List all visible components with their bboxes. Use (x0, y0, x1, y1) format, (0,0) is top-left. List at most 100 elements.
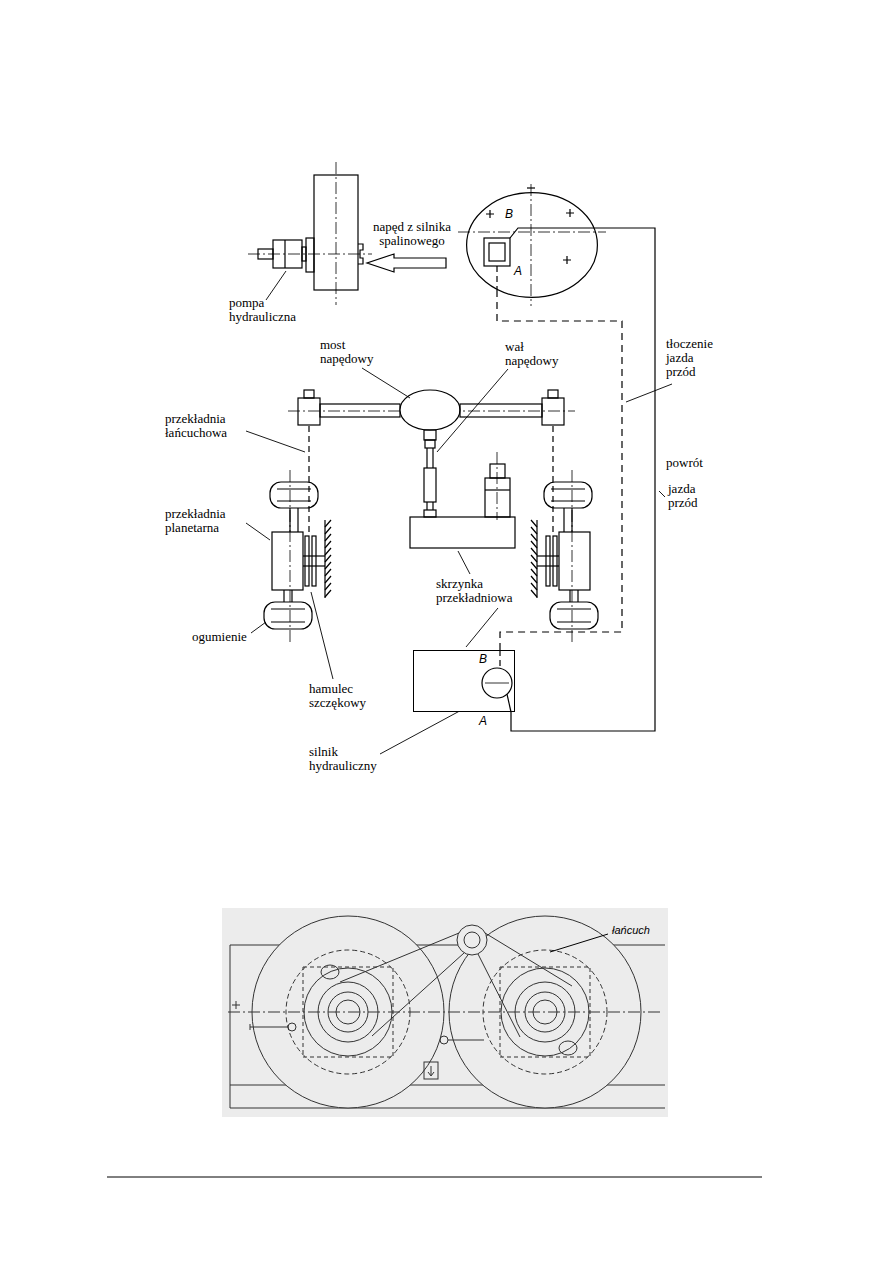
drive-shaft (426, 502, 427, 510)
chain-drive-figure (428, 1066, 434, 1076)
chain-drive-figure (424, 1062, 438, 1079)
drive-axle (298, 390, 564, 440)
port-letter: A (514, 264, 522, 278)
chain-drive-figure (232, 1001, 240, 1009)
page-rule (107, 1177, 762, 1178)
center-line (572, 470, 573, 642)
center-line (248, 254, 372, 255)
part-label: skrzynka przekładniowa (436, 577, 520, 605)
wheel-assembly (264, 602, 312, 629)
gearbox (490, 464, 505, 478)
leader-line (266, 271, 286, 300)
leader-line (626, 384, 672, 402)
leader-line (311, 592, 333, 679)
part-label: ogumienie (192, 630, 247, 644)
gearbox (410, 464, 515, 548)
drive-axle (424, 430, 436, 440)
part-label: przekładnia planetarna (165, 507, 243, 535)
center-line (497, 452, 498, 520)
drive-shaft (424, 510, 436, 517)
symbol-part (482, 668, 512, 698)
motor-housing-outline (414, 651, 516, 713)
wheel-assembly (312, 536, 316, 586)
drive-axle (304, 390, 314, 398)
part-label: most napędowy (320, 338, 382, 366)
wheel-assembly (297, 508, 298, 532)
symbol-part (527, 187, 535, 188)
part-label: wał napędowy (505, 340, 569, 368)
wheel-assembly (303, 565, 325, 566)
leader-line (659, 491, 665, 497)
pressure-line (497, 290, 622, 650)
part-label: jazda przód (668, 482, 712, 510)
symbol-part (566, 209, 574, 217)
leader-line (251, 622, 266, 633)
symbol-part (486, 210, 494, 218)
chain-drive-figure (228, 1012, 662, 1013)
chain-drive-figure (222, 908, 668, 1117)
center-line (248, 162, 575, 642)
wheel-assembly (303, 555, 325, 556)
part-label: powrót (666, 456, 703, 470)
wheel-assembly (264, 426, 331, 629)
chain-drive-figure (222, 908, 668, 1117)
pump-drive (367, 254, 446, 272)
drive-axle (548, 390, 558, 398)
drive-axle (400, 390, 460, 430)
drive-shaft (424, 468, 436, 502)
leader-line (246, 431, 305, 452)
drive-axle (298, 398, 320, 425)
part-label: tłoczenie jazda przód (666, 337, 722, 379)
chain-drive-figure (559, 1041, 577, 1055)
wheel-assembly (283, 590, 284, 602)
wheel-assembly (271, 609, 305, 622)
leader-line (466, 608, 498, 647)
wheel-assembly (289, 508, 290, 532)
gearbox (410, 517, 515, 548)
drive-shaft (424, 440, 436, 517)
leader-line (437, 369, 508, 452)
symbol-part (507, 694, 511, 712)
port-letter: A (479, 714, 487, 728)
drive-shaft (432, 502, 433, 510)
part-label: hamulec szczękowy (309, 682, 375, 710)
leader-line (458, 551, 470, 574)
center-line (290, 470, 291, 642)
wheel-assembly (324, 520, 325, 598)
chain-drive-figure (440, 1036, 448, 1044)
part-label: przekładnia łańcuchowa (165, 412, 243, 440)
drive-shaft (425, 440, 435, 448)
gearbox (485, 478, 510, 517)
drive-shaft (432, 448, 433, 468)
chain-drive-figure (448, 1040, 484, 1041)
chain-drive-figure (250, 1024, 288, 1030)
chain-drive-figure (457, 925, 487, 955)
part-label: napęd z silnika spalinowego (366, 220, 458, 248)
chain-drive-figure (550, 934, 608, 952)
leader-line (246, 523, 270, 540)
chain-drive-figure (288, 1023, 296, 1031)
drive-axle (320, 404, 400, 417)
chain-drive-figure (464, 932, 480, 948)
symbol-part (496, 266, 497, 290)
pump-drive (306, 238, 314, 272)
gearbox (485, 489, 510, 490)
symbol-part (510, 228, 595, 238)
wheel-assembly (291, 590, 292, 602)
part-label: silnik hydrauliczny (309, 745, 387, 773)
symbol-part (484, 238, 510, 266)
wheel-assembly (325, 520, 331, 597)
symbol-part (458, 232, 606, 233)
leader-line (362, 368, 410, 398)
return-line (511, 228, 655, 731)
valve-disc-outline (466, 192, 598, 298)
drive-shaft (426, 448, 427, 468)
wheel-assembly (305, 536, 309, 586)
disc-outline (467, 193, 598, 298)
valve-disc: BA (466, 192, 598, 298)
wheel-assembly (531, 426, 598, 629)
chain-drive-figure (340, 933, 572, 1037)
